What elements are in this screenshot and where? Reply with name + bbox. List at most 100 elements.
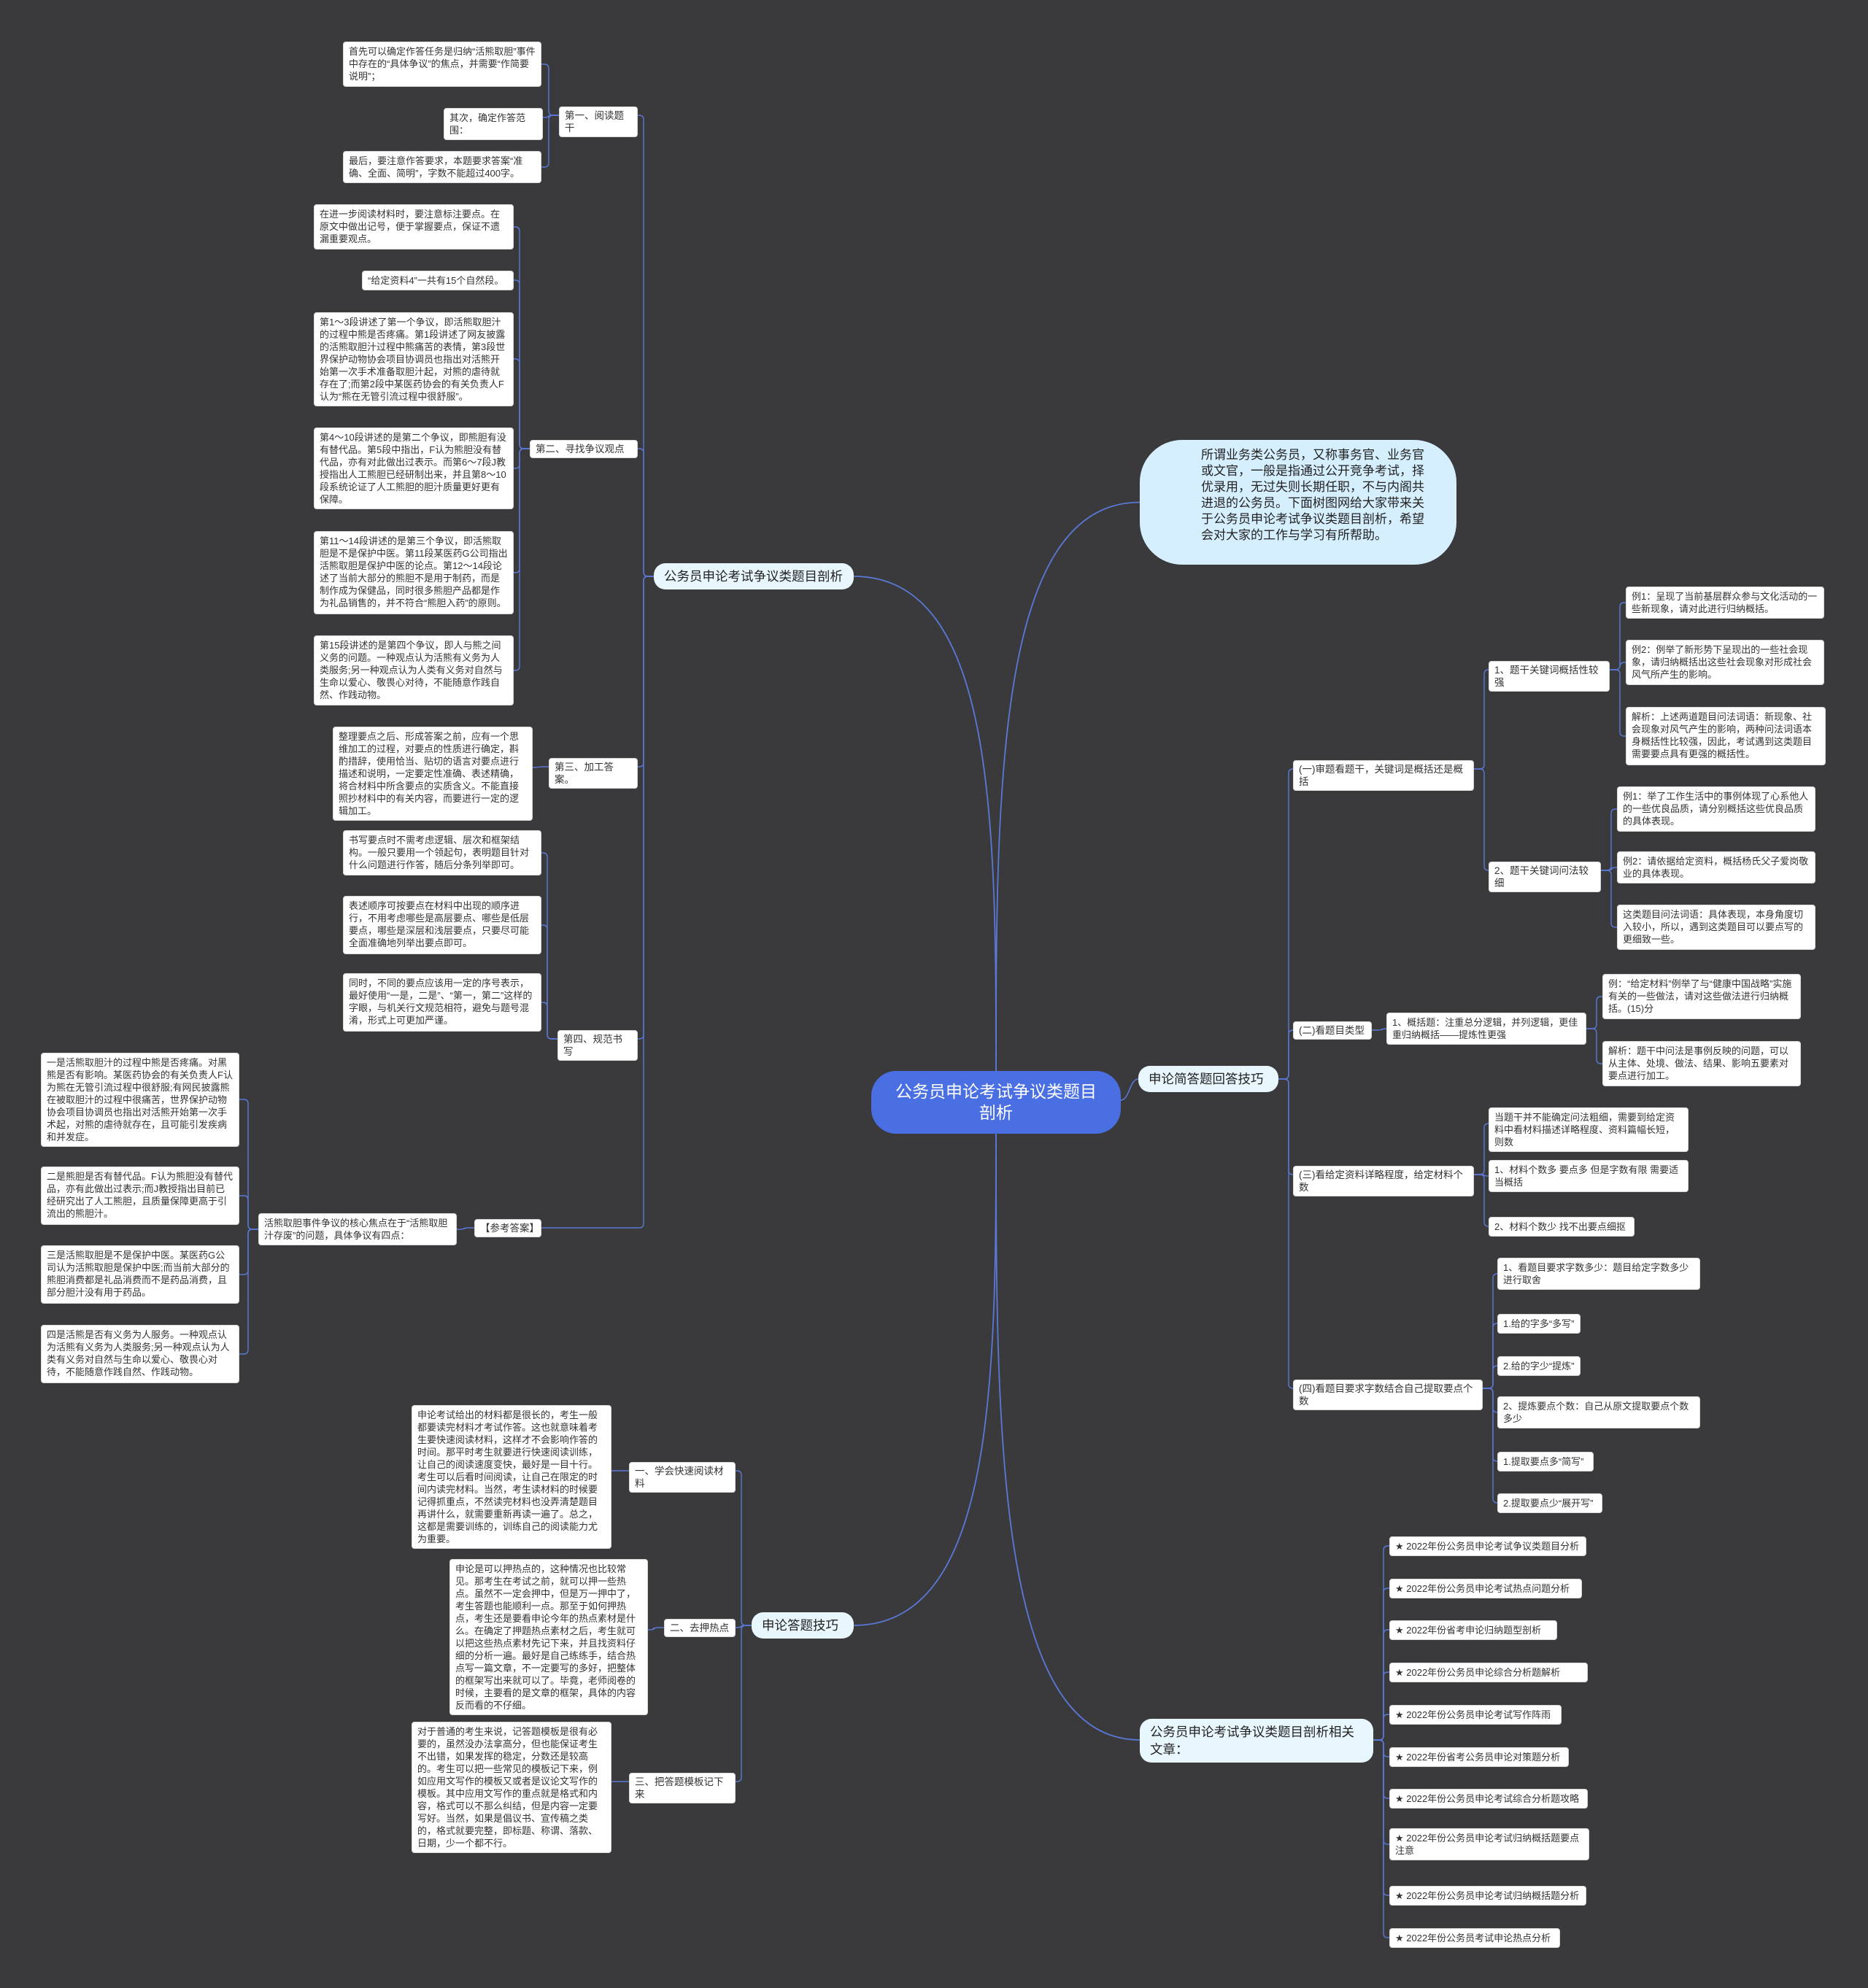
- connector: [1483, 1388, 1498, 1462]
- connector: [1373, 1629, 1389, 1741]
- connector: [1278, 768, 1294, 1080]
- tip-1-review-stem[interactable]: (一)审题看题干，关键词是概括还是概括: [1293, 760, 1474, 791]
- article-link-7[interactable]: ★ 2022年份公务员申论考试综合分析题攻略: [1389, 1789, 1588, 1809]
- connector: [541, 115, 559, 168]
- root-topic[interactable]: 公务员申论考试争议类题目剖析: [871, 1071, 1121, 1134]
- reference-answer[interactable]: 【参考答案】: [474, 1219, 541, 1237]
- connector: [995, 1123, 1141, 1741]
- skill-1-text: 申论考试给出的材料都是很长的，考生一般都要读完材料才考试作答。这也就意味着考生要…: [412, 1405, 611, 1549]
- intro-bubble: 所谓业务类公务员，又称事务官、业务官或文官，一般是指通过公开竞争考试，择优录用，…: [1140, 440, 1456, 565]
- connector: [1601, 808, 1617, 871]
- branch-short-answer-tips[interactable]: 申论简答题回答技巧: [1138, 1066, 1278, 1092]
- connector: [514, 358, 530, 449]
- reference-point-4: 四是活熊是否有义务为人服务。一种观点认为活熊有义务为人类服务;另一种观点认为人类…: [41, 1325, 239, 1383]
- connector: [541, 852, 557, 1040]
- article-link-5[interactable]: ★ 2022年份公务员申论考试写作阵雨: [1389, 1705, 1562, 1725]
- connector: [1483, 1388, 1498, 1504]
- skill-1-title[interactable]: 一、学会快速阅读材料: [629, 1462, 736, 1493]
- article-link-3[interactable]: ★ 2022年份省考申论归纳题型剖析: [1389, 1620, 1557, 1640]
- tip-1-sub2-item-2: 例2：请依据给定资料，概括杨氏父子爱岗敬业的具体表现。: [1617, 851, 1815, 883]
- connector: [1120, 1078, 1139, 1101]
- article-link-4[interactable]: ★ 2022年份公务员申论综合分析题解析: [1389, 1663, 1588, 1682]
- branch-dispute-analysis[interactable]: 公务员申论考试争议类题目剖析: [654, 563, 854, 589]
- connector: [995, 501, 1141, 1078]
- tip-1-sub1[interactable]: 1、题干关键词概括性较强: [1489, 661, 1610, 692]
- connector: [514, 448, 530, 469]
- tip-4-item-5: 1.提取要点多“简写”: [1497, 1452, 1594, 1471]
- branch-related-articles[interactable]: 公务员申论考试争议类题目剖析相关文章：: [1140, 1719, 1373, 1763]
- connector: [736, 1625, 752, 1782]
- step2-item-5: 第11～14段讲述的是第三个争议，即活熊取胆是不是保护中医。第11段某医药G公司…: [314, 531, 514, 614]
- connector: [638, 115, 654, 577]
- article-link-6[interactable]: ★ 2022年份省考公务员申论对策题分析: [1389, 1747, 1569, 1767]
- connector: [1586, 1028, 1602, 1064]
- connector: [514, 448, 530, 671]
- connector: [853, 1123, 997, 1626]
- tip-2-question-type[interactable]: (二)看题目类型: [1293, 1021, 1372, 1040]
- connector: [1373, 1739, 1389, 1757]
- connector: [1373, 1739, 1389, 1845]
- connector: [1610, 669, 1626, 737]
- tip-1-sub1-item-3: 解析：上述两道题目问法词语：新现象、社会现象对风气产生的影响，两种问法词语本身概…: [1626, 707, 1826, 765]
- tip-1-sub2-item-1: 例1：举了工作生活中的事例体现了心系他人的一些优良品质，请分别概括这些优良品质的…: [1617, 786, 1815, 832]
- skill-3-title[interactable]: 三、把答题模板记下来: [629, 1773, 736, 1803]
- step2-item-6: 第15段讲述的是第四个争议，即人与熊之间义务的问题。一种观点认为活熊有义务为人类…: [314, 635, 514, 705]
- skill-2-title[interactable]: 二、去押热点: [664, 1619, 736, 1637]
- tip-4-item-4: 2、提炼要点个数：自己从原文提取要点个数多少: [1497, 1396, 1700, 1428]
- connector: [1610, 662, 1626, 670]
- step2-item-1: 在进一步阅读材料时，要注意标注要点。在原文中做出记号，便于掌握要点，保证不遗漏重…: [314, 204, 514, 250]
- step4-standard-writing[interactable]: 第四、规范书写: [557, 1030, 638, 1061]
- step4-item-2: 表述顺序可按要点在材料中出现的顺序进行，不用考虑哪些是高层要点、哪些是低层要点，…: [343, 896, 541, 954]
- connector: [514, 279, 530, 449]
- step2-item-4: 第4～10段讲述的是第二个争议，即熊胆有没有替代品。第5段中指出，F认为熊胆没有…: [314, 428, 514, 509]
- connector: [1474, 669, 1489, 770]
- tip-4-word-count[interactable]: (四)看题目要求字数结合自己提取要点个数: [1293, 1380, 1483, 1410]
- step1-read-stem[interactable]: 第一、阅读题干: [559, 107, 638, 137]
- step2-find-views[interactable]: 第二、寻找争议观点: [530, 440, 638, 458]
- connector: [514, 226, 530, 449]
- tip-2-sub: 1、概括题：注重总分逻辑，并列逻辑，更佳重归纳概括——提炼性更强: [1386, 1013, 1586, 1045]
- tip-1-sub1-item-1: 例1：呈现了当前基层群众参与文化活动的一些新现象，请对此进行归纳概括。: [1626, 587, 1824, 619]
- connector: [239, 1099, 258, 1230]
- connector: [1474, 1174, 1489, 1227]
- connector: [1483, 1323, 1498, 1389]
- tip-3-item-3: 2、材料个数少 找不出要点细抠: [1489, 1217, 1634, 1237]
- connector: [1373, 1739, 1389, 1938]
- tip-3-material-detail[interactable]: (三)看给定资料详略程度，给定材料个数: [1293, 1166, 1474, 1196]
- tip-4-item-2: 1.给的字多“多写”: [1497, 1314, 1581, 1334]
- connector: [1483, 1365, 1498, 1389]
- article-link-10[interactable]: ★ 2022年份公务员考试申论热点分析: [1389, 1928, 1560, 1948]
- article-link-1[interactable]: ★ 2022年份公务员申论考试争议类题目分析: [1389, 1536, 1586, 1556]
- reference-summary: 活熊取胆事件争议的核心焦点在于“活熊取胆汁存废”的问题，具体争议有四点：: [258, 1213, 457, 1245]
- connector: [239, 1229, 258, 1275]
- step1-item-3: 最后，要注意作答要求，本题要求答案“准确、全面、简明”，字数不能超过400字。: [343, 151, 541, 183]
- article-link-2[interactable]: ★ 2022年份公务员申论考试热点问题分析: [1389, 1579, 1582, 1598]
- connector: [1483, 1273, 1498, 1389]
- connector: [1373, 1739, 1389, 1799]
- connector: [457, 1227, 474, 1230]
- tip-1-sub2-item-3: 这类题目问法词语：具体表现，本身角度切入较小，所以，遇到这类题目可以要点写的更细…: [1617, 905, 1815, 950]
- connector: [1278, 1078, 1294, 1389]
- connector: [1278, 1078, 1294, 1175]
- connector: [1373, 1545, 1389, 1741]
- connector: [541, 924, 557, 1040]
- connector: [541, 1002, 557, 1040]
- article-link-9[interactable]: ★ 2022年份公务员申论考试归纳概括题分析: [1389, 1886, 1586, 1906]
- tip-2-item-2: 解析：题干中问法是事例反映的问题，可以从主体、处境、做法、结果、影响五要素对要点…: [1602, 1041, 1801, 1086]
- connector: [1373, 1671, 1389, 1741]
- branch-answer-skills[interactable]: 申论答题技巧: [752, 1612, 854, 1639]
- tip-4-item-3: 2.给的字少“提炼”: [1497, 1356, 1581, 1376]
- tip-1-sub1-item-2: 例2：例举了新形势下呈现出的一些社会现象，请归纳概括出这些社会现象对形成社会风气…: [1626, 640, 1824, 685]
- tip-3-item-1: 当题干并不能确定问法粗细，需要到给定资料中看材料描述详略程度、资料篇幅长短，则数: [1489, 1107, 1688, 1152]
- step3-process-answer[interactable]: 第三、加工答案。: [549, 758, 638, 789]
- tip-3-item-2: 1、材料个数多 要点多 但是字数有限 需要适当概括: [1489, 1160, 1688, 1192]
- article-link-8[interactable]: ★ 2022年份公务员申论考试归纳概括题要点注意: [1389, 1828, 1589, 1860]
- step4-item-3: 同时，不同的要点应该用一定的序号表示，最好使用“一是，二是”、“第一，第二”这样…: [343, 973, 541, 1032]
- connector: [514, 448, 530, 573]
- step2-item-2: “给定资料4”一共有15个自然段。: [362, 271, 514, 290]
- tip-1-sub2[interactable]: 2、题干关键词问法较细: [1489, 862, 1601, 892]
- connector: [1610, 602, 1626, 670]
- step1-item-1: 首先可以确定作答任务是归纳“活熊取胆”事件中存在的“具体争议”的焦点，并需要“作…: [343, 42, 541, 87]
- reference-point-3: 三是活熊取胆是不是保护中医。某医药G公司认为活熊取胆是保护中医;而当前大部分的熊…: [41, 1245, 239, 1304]
